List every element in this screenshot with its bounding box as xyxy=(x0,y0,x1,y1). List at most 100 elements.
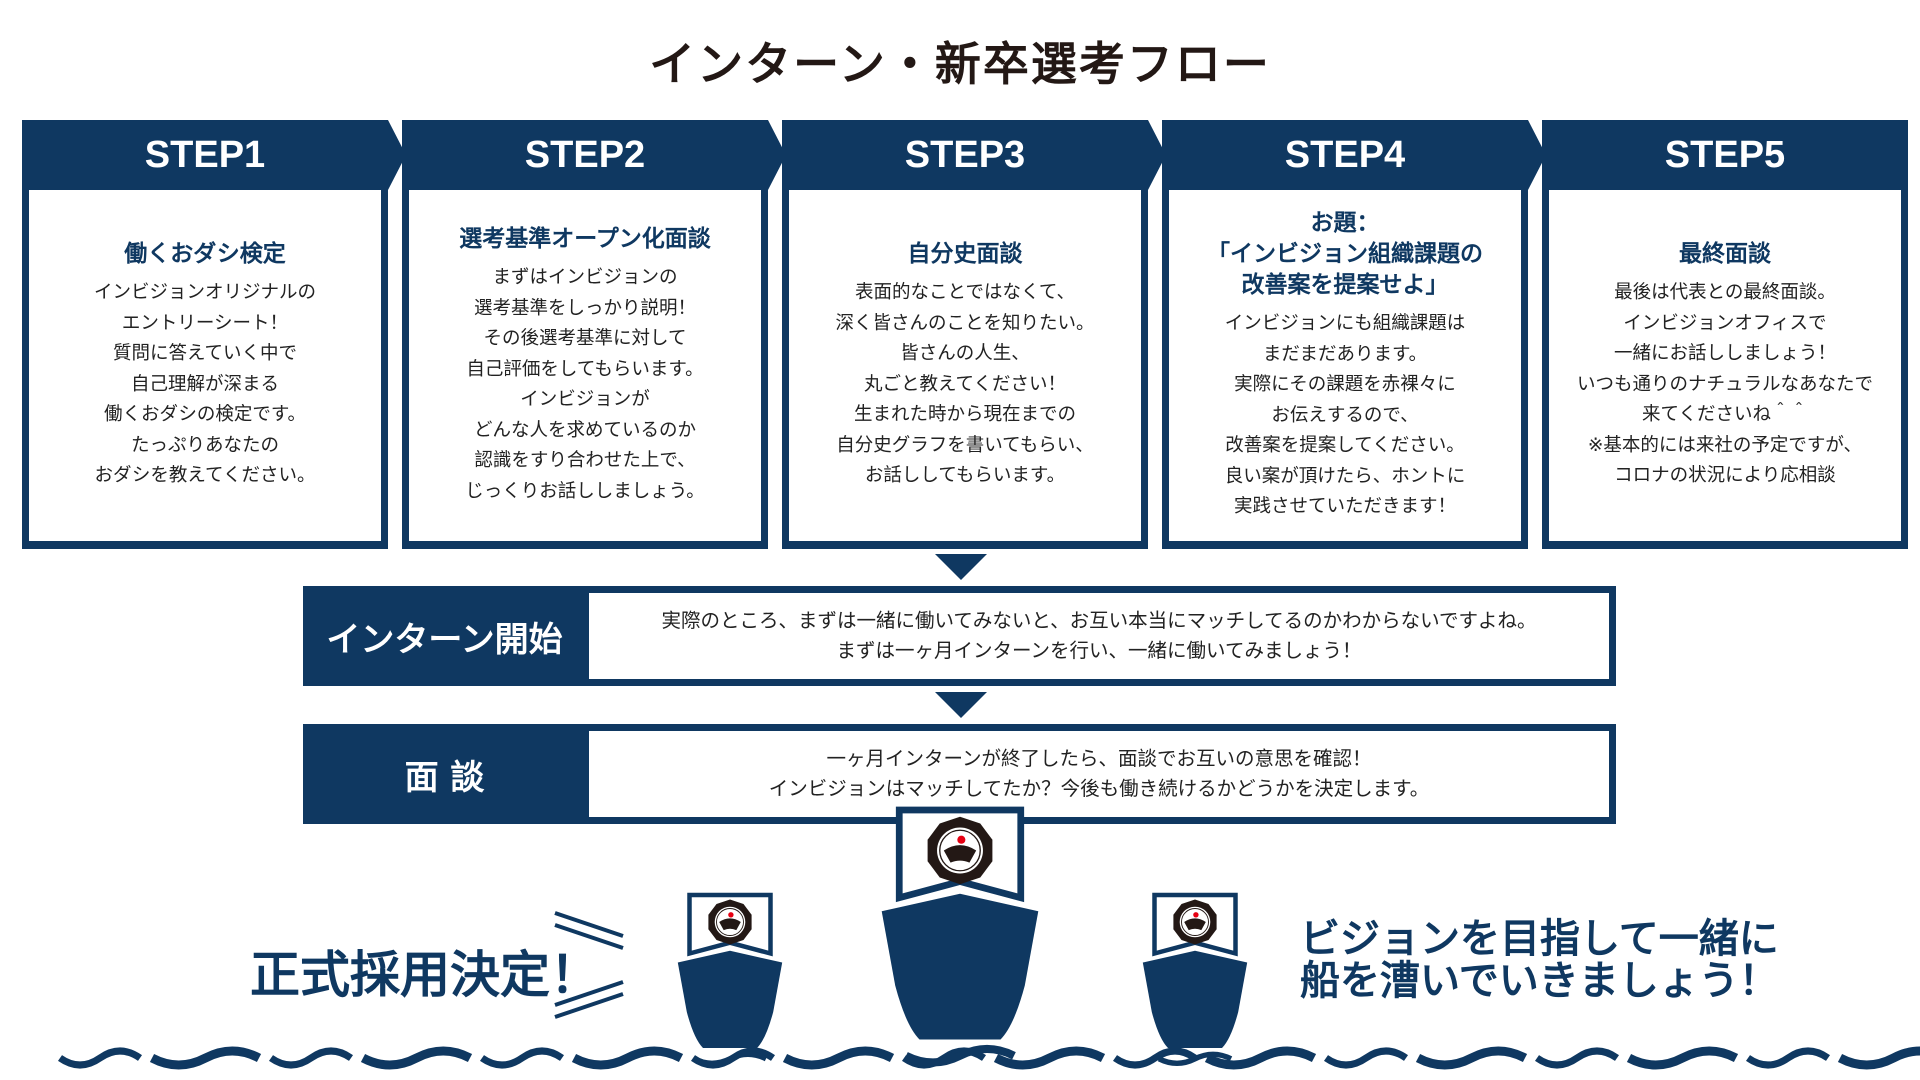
step-title: 最終面談 xyxy=(1679,239,1771,270)
step-text-line: 自己理解が深まる xyxy=(130,373,279,395)
step-title-line: 最終面談 xyxy=(1679,241,1771,268)
step-card: STEP3 自分史面談表面的なことではなくて、深く皆さんのことを知りたい。皆さんの… xyxy=(782,120,1166,549)
step-text-line: お話ししてもらいます。 xyxy=(864,465,1066,487)
interview-line: インビジョンはマッチしてたか？今後も働き続けるかどうかを決定します。 xyxy=(768,777,1430,800)
step-text-line: じっくりお話ししましょう。 xyxy=(465,480,705,502)
intern-line: まずは一ヶ月インターンを行い、一緒に働いてみましょう！ xyxy=(836,639,1362,662)
wave-icon xyxy=(904,1044,1016,1067)
chevron-right-icon xyxy=(768,120,786,190)
step-body: 最終面談最後は代表との最終面談。インビジョンオフィスで一緒にお話ししましょう！い… xyxy=(1549,190,1901,541)
hired-heading: 正式採用決定！ xyxy=(250,946,600,1004)
step-body: 働くおダシ検定インビジョンオリジナルのエントリーシート！質問に答えていく中で自己… xyxy=(29,190,381,541)
step-text-line: 働くおダシの検定です。 xyxy=(103,404,307,426)
interview-line: 一ヶ月インターンが終了したら、面談でお互いの意思を確認！ xyxy=(826,747,1372,770)
wave-icon xyxy=(1112,1047,1198,1069)
intern-start-body: 実際のところ、まずは一緒に働いてみないと、お互い本当にマッチしてるのかわからない… xyxy=(589,593,1609,679)
arrow-down-icon xyxy=(935,554,987,580)
step-label: STEP4 xyxy=(1284,134,1406,176)
step-text-line: 実践させていただきます！ xyxy=(1233,496,1456,518)
wave-icon xyxy=(479,1047,565,1069)
step-body: 選考基準オープン化面談まずはインビジョンの選考基準をしっかり説明！その後選考基準… xyxy=(409,190,761,541)
wave-icon xyxy=(1837,1046,1920,1070)
step-title: 働くおダシ検定 xyxy=(124,239,285,270)
step-title-line: お題： xyxy=(1310,210,1380,237)
wave-icon xyxy=(1157,1051,1233,1066)
step-title-line: 働くおダシ検定 xyxy=(124,241,286,268)
step-label: STEP2 xyxy=(524,134,646,176)
wave-icon xyxy=(1415,1046,1528,1070)
step-text-line: どんな人を求めているのか xyxy=(473,419,696,441)
chevron-right-icon xyxy=(1148,120,1166,190)
hull-icon xyxy=(677,950,783,1048)
step-title: 選考基準オープン化面談 xyxy=(459,224,711,255)
step-text-line: インビジョンオフィスで xyxy=(1623,312,1827,334)
step-text-line: ※基本的には来社の予定ですが、 xyxy=(1587,434,1863,456)
step-text-line: お伝えするので、 xyxy=(1271,404,1419,426)
step-title-line: 自分史面談 xyxy=(907,241,1023,268)
company-logo-icon xyxy=(708,899,752,945)
arrow-down-icon xyxy=(935,692,987,718)
wave-icon xyxy=(149,1046,262,1070)
page-title: インターン・新卒選考フロー xyxy=(649,37,1271,91)
interview-body: 一ヶ月インターンが終了したら、面談でお互いの意思を確認！ インビジョンはマッチし… xyxy=(589,731,1609,817)
slogan: ビジョンを目指して一緒に 船を漕いでいきましょう！ xyxy=(1300,918,1779,1002)
wave-icon xyxy=(1323,1047,1409,1069)
interview-label: 面 談 xyxy=(404,757,485,798)
chevron-right-icon xyxy=(388,120,406,190)
step-card: STEP4 お題：「インビジョン組織課題の改善案を提案せよ」インビジョンにも組織課… xyxy=(1162,120,1546,549)
step-title-line: 改善案を提案せよ」 xyxy=(1241,272,1449,299)
step-label: STEP1 xyxy=(144,134,266,176)
wave-icon xyxy=(1204,1046,1317,1070)
wave-icon xyxy=(1534,1047,1620,1069)
step-text-line: 自分史グラフを書いてもらい、 xyxy=(836,434,1094,456)
wave-icon xyxy=(692,1051,768,1066)
step-text-line: 来てくださいね＾＾ xyxy=(1642,404,1808,426)
wave-icon xyxy=(782,1046,895,1070)
step-title: 自分史面談 xyxy=(908,239,1023,270)
step-text-line: 表面的なことではなくて、 xyxy=(855,282,1075,304)
step-text-line: 深く皆さんのことを知りたい。 xyxy=(835,312,1095,334)
step-text-line: 実際にその課題を赤裸々に xyxy=(1234,374,1456,396)
ship-icon xyxy=(881,806,1039,1067)
step-text-line: コロナの状況により応相談 xyxy=(1614,465,1836,487)
step-text-line: 一緒にお話ししましょう！ xyxy=(1613,343,1836,365)
step-title: お題：「インビジョン組織課題の改善案を提案せよ」 xyxy=(1207,208,1483,301)
step-text-line: 認識をすり合わせた上で、 xyxy=(474,450,696,471)
step-title-line: 選考基準オープン化面談 xyxy=(459,226,711,252)
hull-icon xyxy=(1142,950,1248,1048)
step-text-line: 改善案を提案してください。 xyxy=(1225,435,1465,457)
step-text-line: インビジョンにも組織課題は xyxy=(1224,313,1466,335)
step-text-line: まだまだあります。 xyxy=(1262,343,1428,365)
ship-icon xyxy=(1142,892,1248,1066)
wave-icon xyxy=(57,1047,143,1069)
step-text-line: 自己評価をしてもらいます。 xyxy=(466,358,704,380)
company-logo-icon xyxy=(927,816,993,885)
step-text-line: インビジョンオリジナルの xyxy=(93,282,316,304)
wave-icon xyxy=(1626,1046,1739,1070)
wave-icon xyxy=(268,1047,354,1069)
slogan-line: ビジョンを目指して一緒に xyxy=(1300,916,1779,962)
step-label: STEP5 xyxy=(1664,134,1786,176)
step-text-line: 選考基準をしっかり説明！ xyxy=(473,297,696,319)
intern-start-band: インターン開始 実際のところ、まずは一緒に働いてみないと、お互い本当にマッチして… xyxy=(303,586,1616,686)
step-label: STEP3 xyxy=(904,134,1026,176)
step-body: 自分史面談表面的なことではなくて、深く皆さんのことを知りたい。皆さんの人生、丸ご… xyxy=(789,190,1141,541)
step-text-line: エントリーシート！ xyxy=(121,312,289,334)
chevron-right-icon xyxy=(1528,120,1546,190)
wave-icon xyxy=(1745,1047,1831,1069)
intern-start-label: インターン開始 xyxy=(326,619,563,660)
step-text-line: 生まれた時から現在までの xyxy=(853,404,1076,426)
step-text-line: インビジョンが xyxy=(520,389,650,410)
intern-line: 実際のところ、まずは一緒に働いてみないと、お互い本当にマッチしてるのかわからない… xyxy=(661,609,1537,632)
step-card: STEP5 最終面談最後は代表との最終面談。インビジョンオフィスで一緒にお話ししま… xyxy=(1542,120,1908,549)
step-text-line: 良い案が頂けたら、ホントに xyxy=(1224,465,1466,487)
step-text-line: 皆さんの人生、 xyxy=(900,343,1030,365)
step-text-line: おダシを教えてください。 xyxy=(94,465,316,487)
step-text-line: その後選考基準に対して xyxy=(483,328,687,349)
step-text-line: 丸ごと教えてください！ xyxy=(863,373,1067,395)
company-logo-icon xyxy=(1173,899,1217,945)
step-text-line: いつも通りのナチュラルなあなたで xyxy=(1576,373,1873,395)
emphasis-lines-icon xyxy=(554,911,624,1019)
hull-icon xyxy=(881,893,1039,1040)
